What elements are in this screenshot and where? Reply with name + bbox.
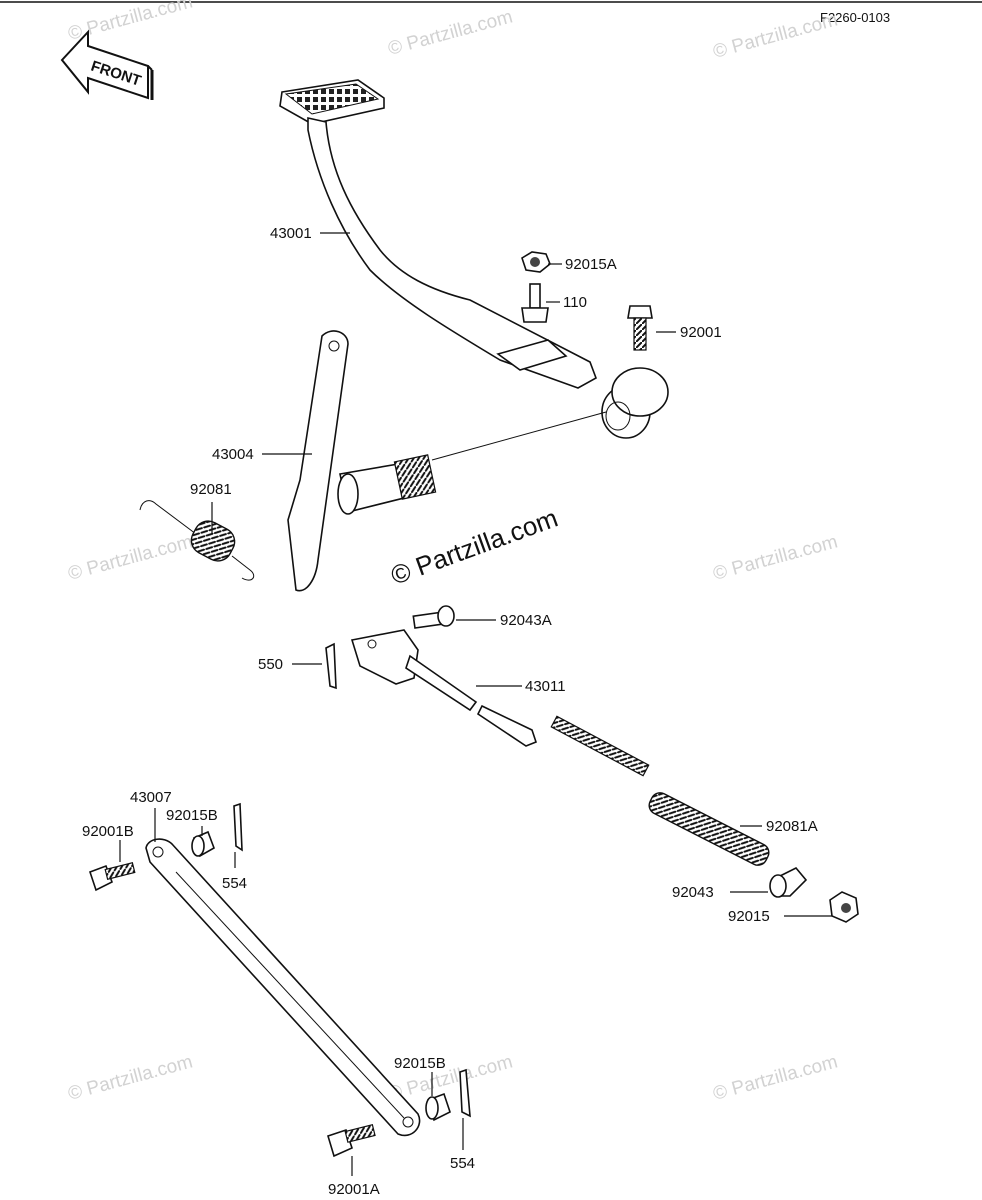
label-92001: 92001 (680, 324, 722, 341)
label-554-bottom: 554 (450, 1155, 475, 1172)
watermark: © Partzilla.com (711, 9, 840, 62)
brake-lever-shaft-43004 (287, 330, 437, 592)
watermark: © Partzilla.com (711, 1051, 840, 1104)
label-554-top: 554 (222, 875, 247, 892)
nut-92015A (521, 251, 551, 273)
cotter-pin-550 (325, 642, 337, 690)
label-43001: 43001 (270, 225, 312, 242)
label-92081: 92081 (190, 481, 232, 498)
alignment-line (431, 411, 607, 461)
cotter-pin-554-top (233, 802, 243, 852)
label-92081A: 92081A (766, 818, 818, 835)
bolt-92001 (627, 305, 653, 351)
label-43004: 43004 (212, 446, 254, 463)
brake-rod-43011 (350, 629, 650, 777)
spring-92081A (648, 792, 770, 866)
label-92015B-bottom: 92015B (394, 1055, 446, 1072)
collar-92015B-bottom (425, 1092, 451, 1122)
diagram-code: F2260-0103 (820, 10, 890, 25)
leader-lines (119, 232, 832, 1176)
label-92015B-top: 92015B (166, 807, 218, 824)
collar-92015B-top (191, 830, 215, 858)
bolt-92001B (88, 862, 136, 892)
label-92043: 92043 (672, 884, 714, 901)
part-labels: 43001 92015A 110 92001 43004 92081 92043… (82, 225, 818, 1198)
label-550: 550 (258, 656, 283, 673)
bolt-92001A (327, 1124, 376, 1158)
watermark: © Partzilla.com (66, 1051, 195, 1104)
label-92001B: 92001B (82, 823, 134, 840)
label-43007: 43007 (130, 789, 172, 806)
clevis-pin-92043A (412, 605, 455, 629)
label-92043A: 92043A (500, 612, 552, 629)
watermark-main: © Partzilla.com (387, 503, 562, 591)
label-110: 110 (563, 294, 587, 311)
label-92015: 92015 (728, 908, 770, 925)
watermark: © Partzilla.com (711, 531, 840, 584)
pin-92043 (769, 867, 808, 898)
label-92001A: 92001A (328, 1181, 380, 1198)
link-arm-43007 (145, 838, 421, 1137)
watermark: © Partzilla.com (66, 531, 195, 584)
label-92015A: 92015A (565, 256, 617, 273)
spring-92081 (139, 500, 255, 581)
cotter-pin-554-bottom (459, 1068, 471, 1118)
nut-92015 (829, 891, 859, 923)
watermark: © Partzilla.com (386, 6, 515, 59)
label-43011: 43011 (525, 678, 566, 695)
watermarks: © Partzilla.com © Partzilla.com © Partzi… (66, 0, 840, 1105)
brake-pedal-43001 (279, 79, 669, 439)
bolt-110 (521, 283, 549, 323)
